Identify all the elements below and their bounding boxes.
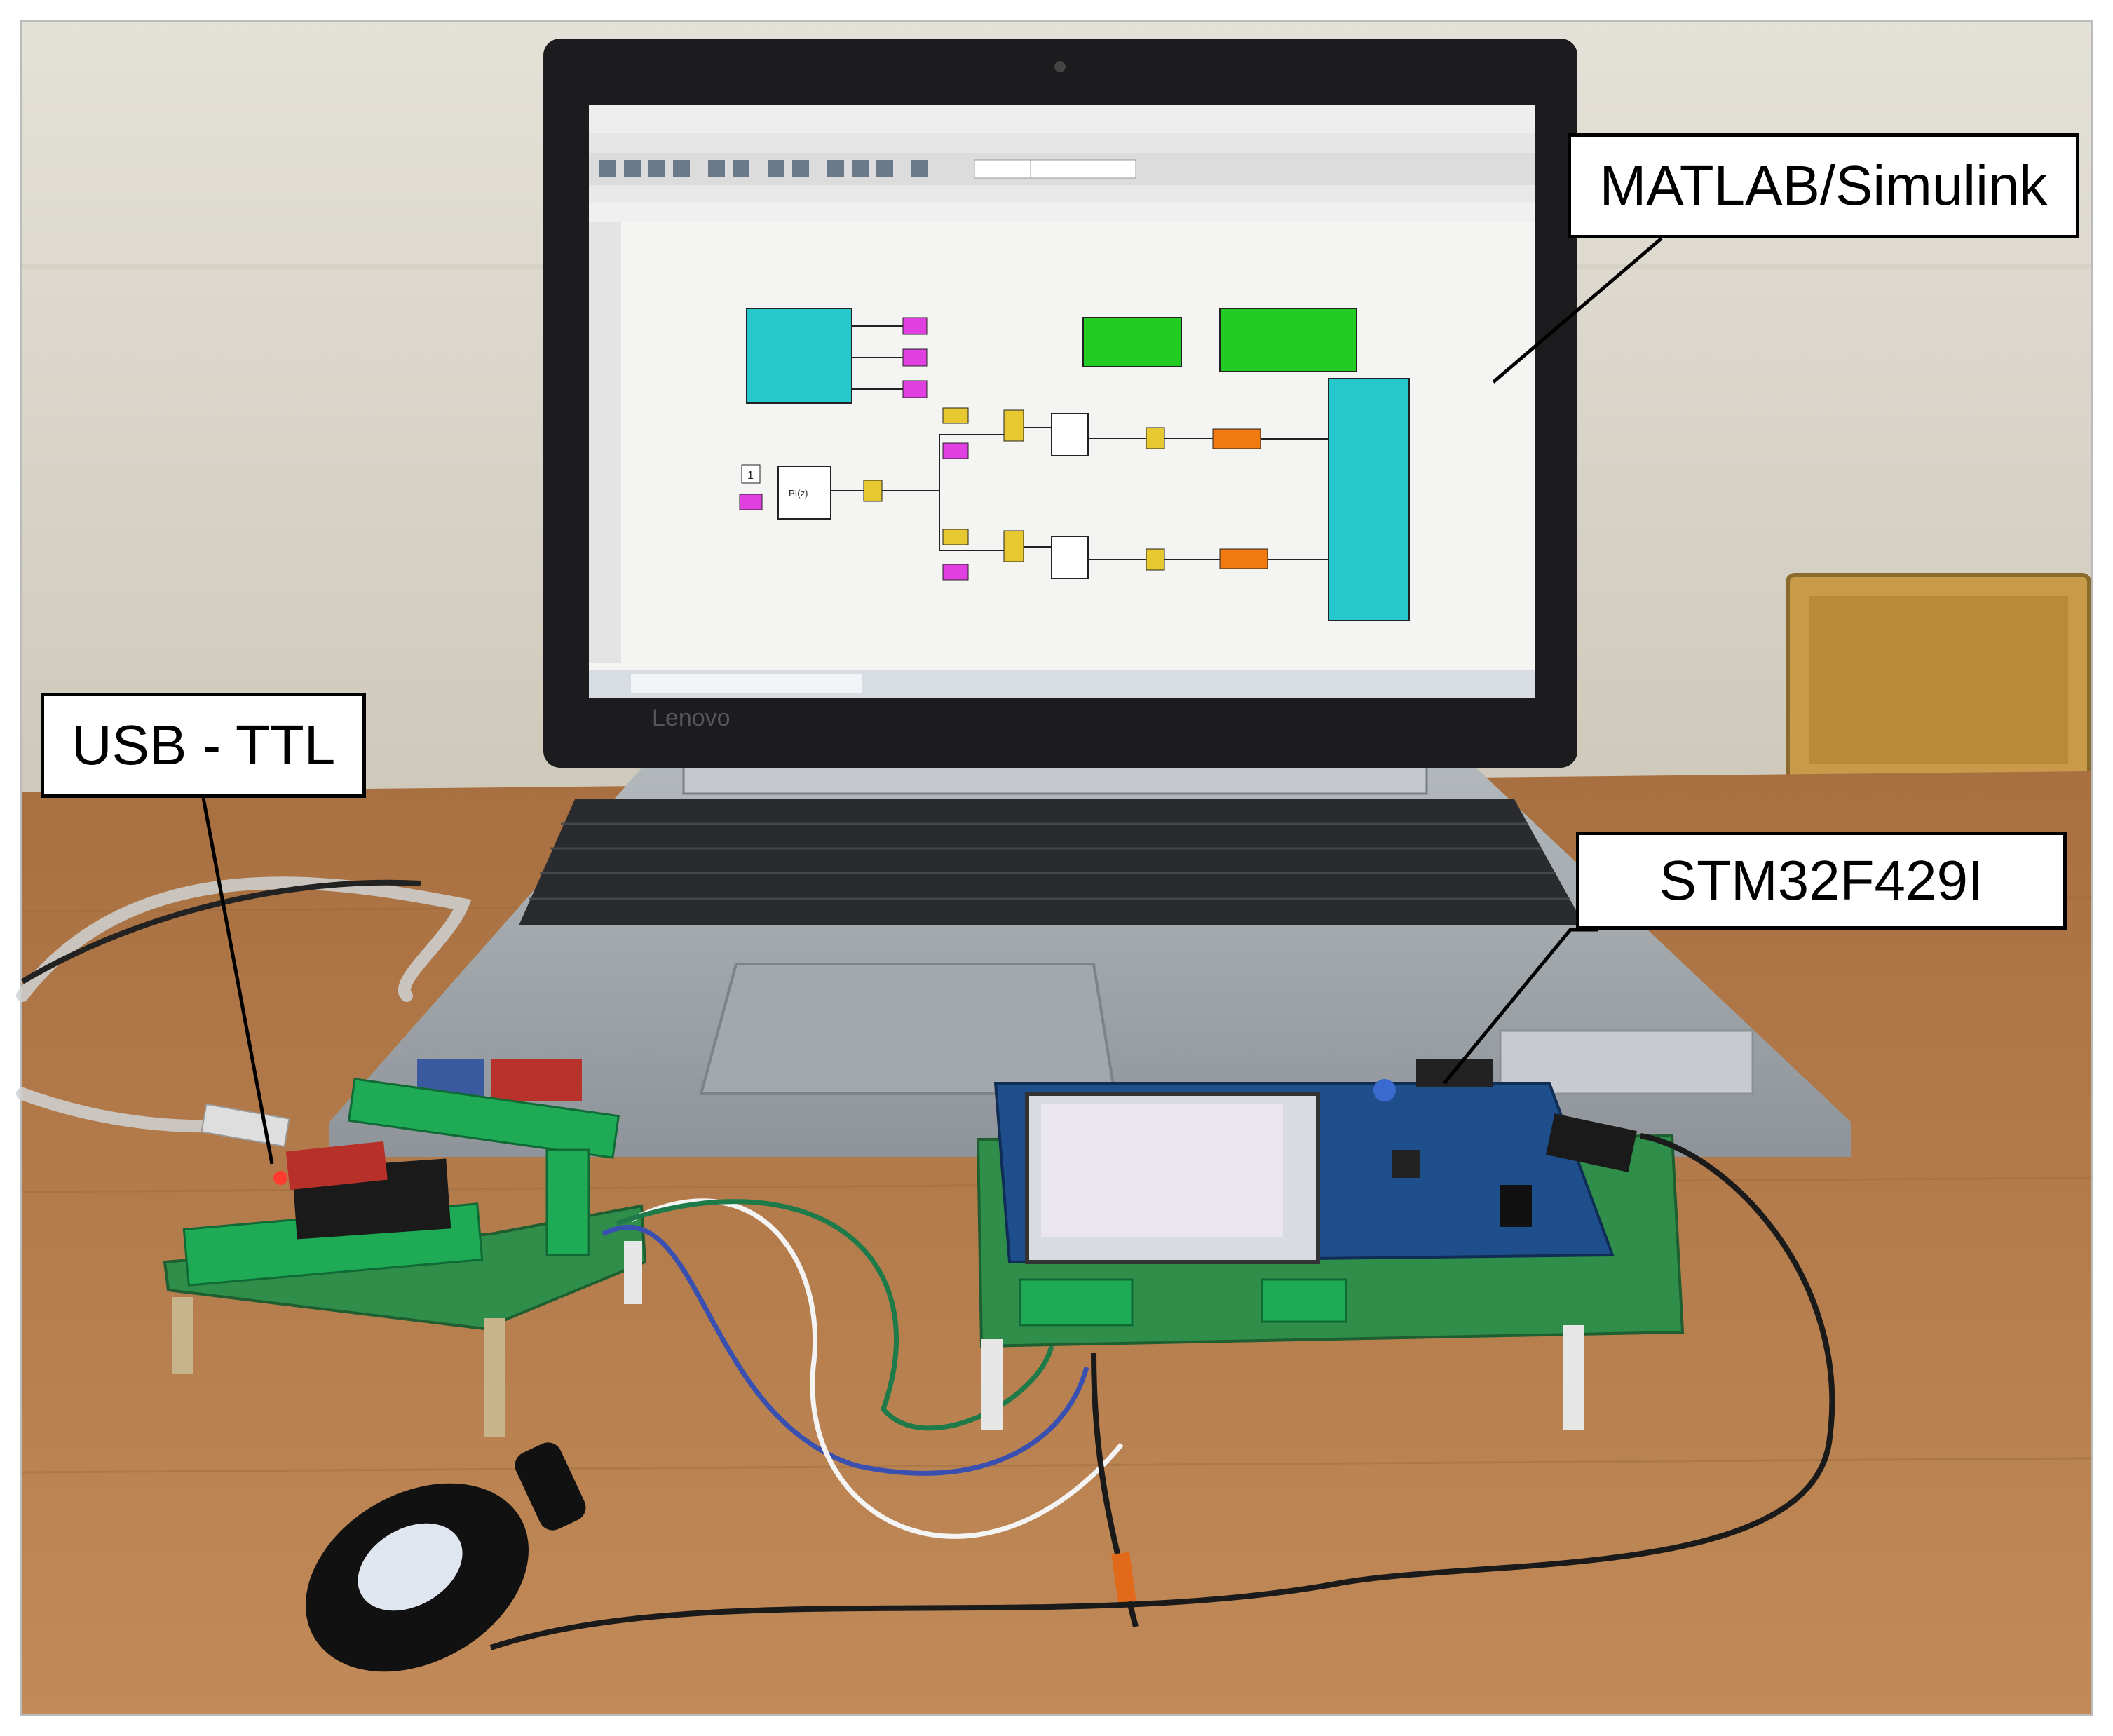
callout-usb-ttl: USB - TTL — [41, 693, 366, 798]
uart-tx-block — [1328, 378, 1410, 621]
uart-setup-block — [1082, 317, 1182, 367]
simulink-diagram: 1 PI(z) — [739, 308, 1410, 621]
callout-matlab-simulink: MATLAB/Simulink — [1568, 133, 2079, 238]
uart-rx-block — [746, 308, 852, 404]
leader-stm — [1443, 928, 1598, 1085]
uart-setup-block-2 — [1219, 308, 1357, 372]
leader-matlab — [1492, 237, 1663, 384]
pi-block-label: PI(z) — [789, 488, 808, 499]
laptop-hinge — [682, 764, 1428, 795]
key-rows — [529, 822, 1570, 900]
const-1-label: 1 — [747, 470, 754, 482]
laptop-touchpad — [699, 963, 1117, 1095]
usb-ttl-board — [163, 1078, 647, 1437]
image-frame — [20, 20, 2093, 1716]
callout-stm32: STM32F429I — [1576, 832, 2067, 930]
stm32-board — [976, 1059, 1685, 1430]
laptop-brand: Lenovo — [652, 705, 731, 731]
wire-white — [630, 1198, 1124, 1539]
usb-cable — [16, 876, 472, 1002]
leader-usb — [201, 797, 274, 1165]
laptop-keyboard — [519, 799, 1584, 925]
webcam — [1054, 61, 1066, 72]
